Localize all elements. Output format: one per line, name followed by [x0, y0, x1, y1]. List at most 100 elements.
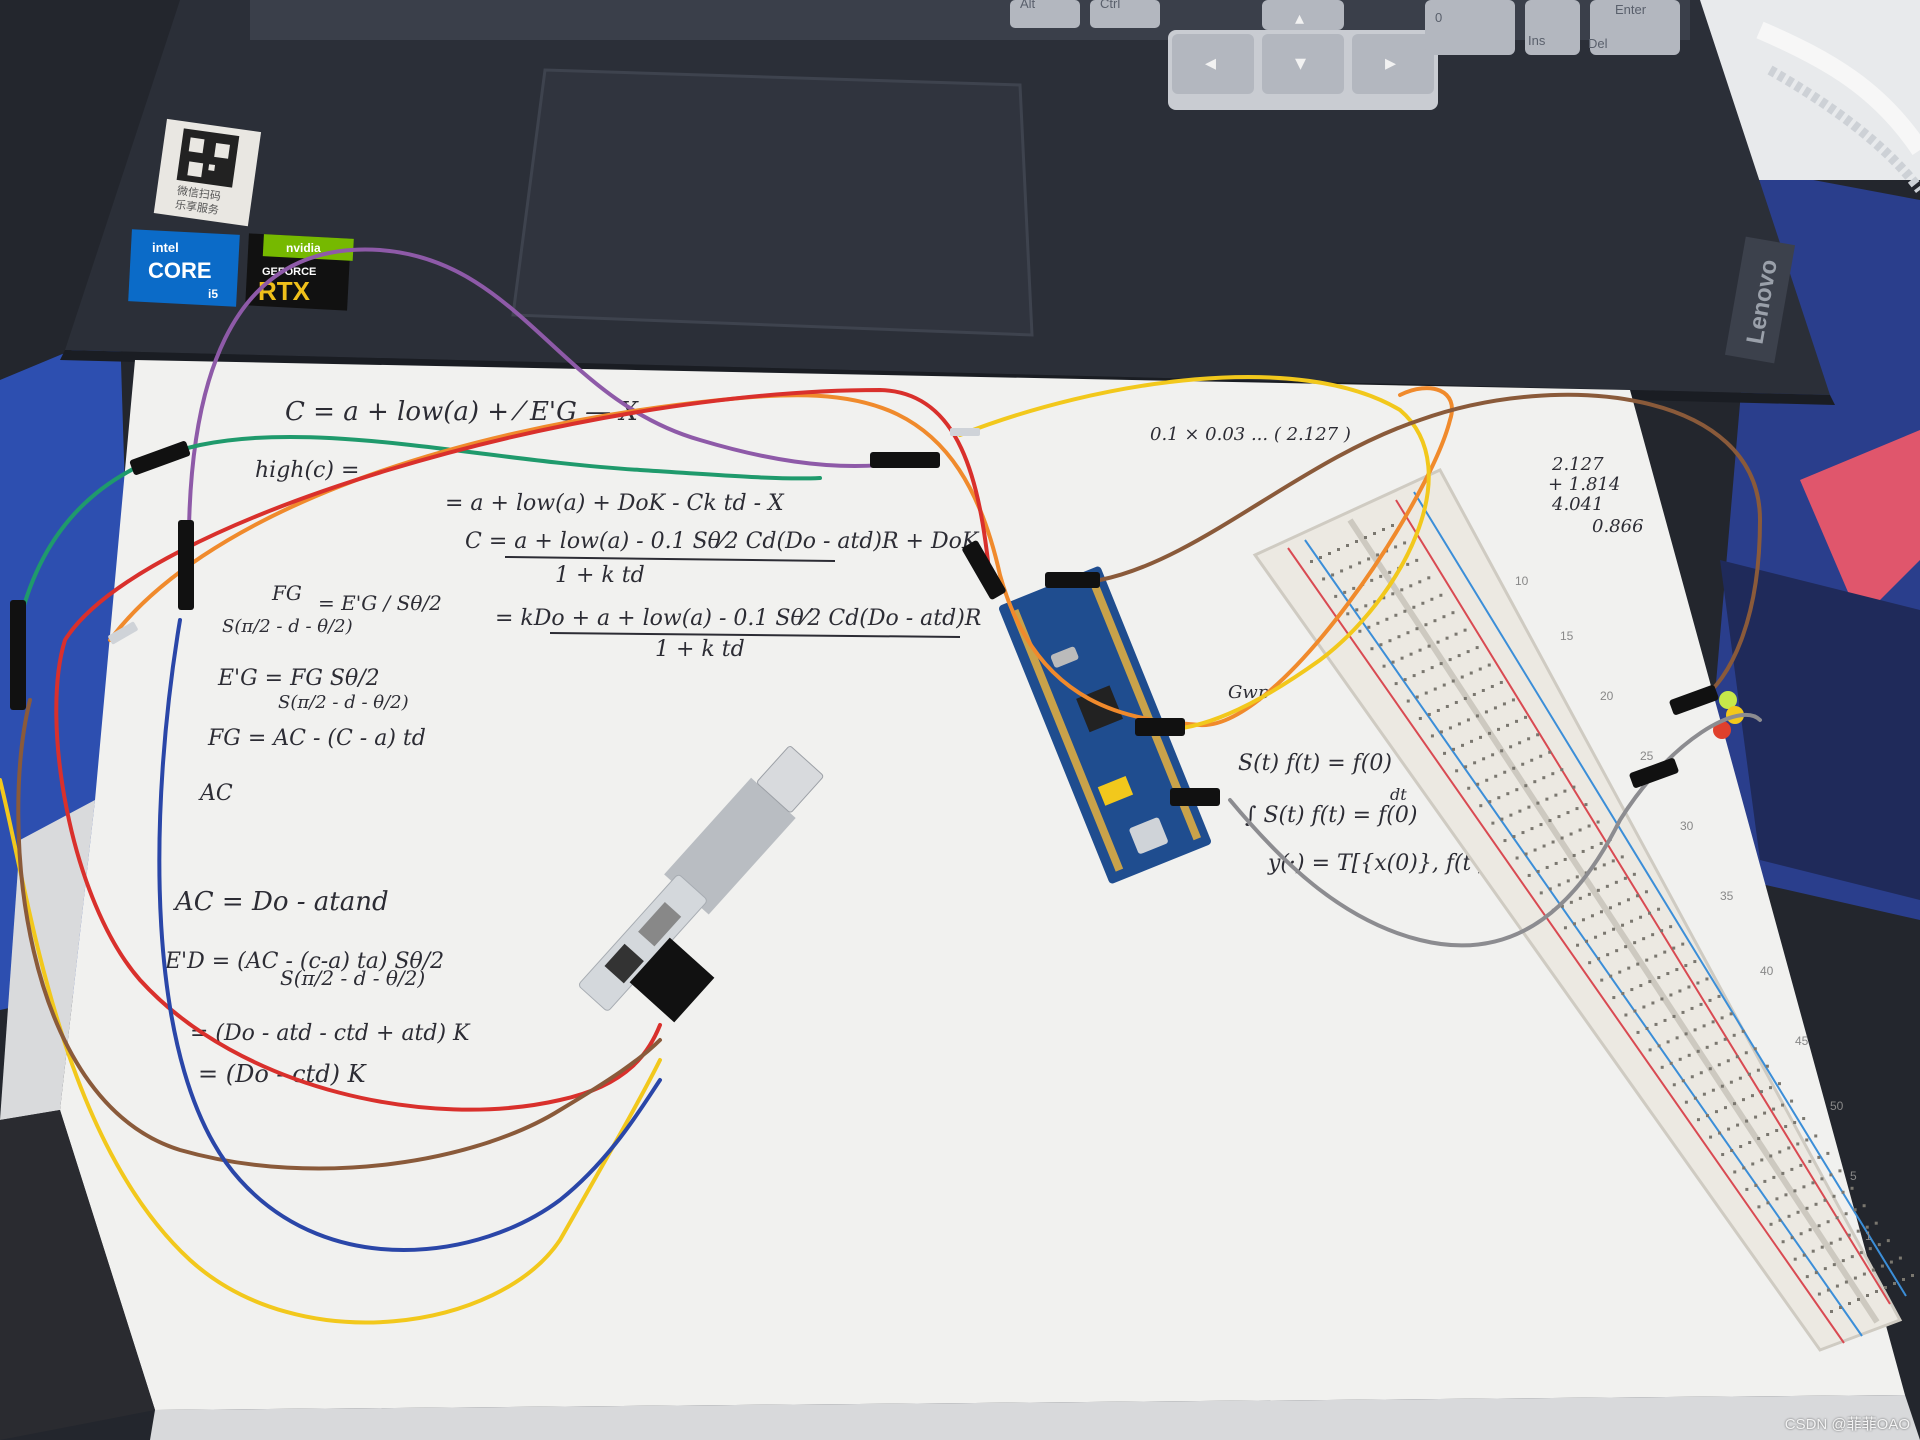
wire-green	[18, 434, 822, 622]
breadboard-hole	[1709, 1135, 1713, 1139]
breadboard-hole	[1506, 723, 1510, 727]
breadboard-hole	[1588, 961, 1592, 965]
breadboard-hole	[1690, 1006, 1694, 1010]
breadboard-hole	[1479, 735, 1483, 739]
breadboard-hole	[1805, 1206, 1809, 1210]
breadboard-label: 40	[1760, 964, 1774, 978]
breadboard-hole	[1370, 647, 1374, 651]
breadboard-hole	[1742, 1166, 1746, 1170]
breadboard-hole	[1445, 636, 1449, 640]
dupont-connectors	[629, 937, 715, 1023]
breadboard-hole	[1482, 757, 1486, 761]
math-line: dt	[1390, 785, 1407, 804]
key-enter: Enter	[1615, 2, 1647, 17]
breadboard-hole	[1427, 576, 1431, 580]
breadboard-hole	[1805, 1275, 1809, 1279]
breadboard-hole	[1488, 800, 1492, 804]
key-zero: 0	[1435, 10, 1442, 25]
breadboard-hole	[1328, 552, 1331, 555]
breadboard-hole	[1563, 926, 1567, 930]
breadboard-hole	[1424, 691, 1428, 695]
breadboard-hole	[1877, 1243, 1881, 1247]
breadboard-hole	[1469, 671, 1473, 675]
breadboard-hole	[1787, 1214, 1791, 1218]
breadboard-hole	[1624, 1013, 1628, 1017]
breadboard-hole	[1799, 1232, 1803, 1236]
breadboard-hole	[1735, 1055, 1739, 1059]
breadboard-hole	[1654, 1022, 1658, 1026]
striped-cable	[1767, 65, 1920, 194]
breadboard-hole	[1615, 949, 1619, 953]
breadboard-hole	[1364, 604, 1368, 608]
breadboard-hole	[1394, 545, 1398, 549]
breadboard-hole	[1696, 1049, 1700, 1053]
breadboard-hole	[1687, 985, 1691, 989]
breadboard-hole	[1545, 797, 1549, 801]
breadboard-hole	[1660, 997, 1664, 1001]
breadboard-hole	[1672, 1083, 1676, 1087]
breadboard-hole	[1675, 1036, 1679, 1040]
math-line: Gwp	[1228, 682, 1270, 703]
breadboard-hole	[1621, 992, 1625, 996]
breadboard-hole	[1805, 1138, 1809, 1142]
breadboard-hole	[1790, 1167, 1794, 1171]
breadboard-hole	[1475, 714, 1479, 718]
leds	[1713, 691, 1744, 739]
key-del: Del	[1588, 36, 1608, 51]
breadboard-hole	[1839, 1306, 1842, 1309]
breadboard-hole	[1448, 726, 1452, 730]
breadboard-hole	[1585, 939, 1589, 943]
breadboard-hole	[1799, 1163, 1803, 1167]
breadboard-hole	[1376, 621, 1380, 625]
breadboard-hole	[1754, 1115, 1758, 1119]
breadboard-hole	[1569, 900, 1573, 904]
math-line: 1 + k td	[555, 563, 645, 588]
breadboard-hole	[1775, 1197, 1779, 1201]
breadboard-hole	[1454, 632, 1458, 636]
breadboard-hole	[1781, 1240, 1785, 1244]
math-line: + 1.814	[1548, 474, 1620, 495]
breadboard-hole	[1841, 1259, 1845, 1263]
breadboard-hole	[1490, 684, 1494, 688]
breadboard-hole	[1439, 593, 1443, 597]
breadboard-hole	[1433, 687, 1437, 691]
breadboard-hole	[1563, 789, 1567, 793]
breadboard-hole	[1466, 718, 1470, 722]
breadboard-hole	[1409, 652, 1413, 656]
key-ins: Ins	[1528, 33, 1546, 48]
breadboard-hole	[1747, 1072, 1751, 1076]
breadboard-hole	[1702, 1092, 1706, 1096]
breadboard-hole	[1533, 780, 1537, 784]
breadboard-hole	[1379, 574, 1383, 578]
breadboard-hole	[1793, 1121, 1797, 1125]
breadboard-hole	[1750, 1094, 1754, 1098]
breadboard-hole	[1572, 853, 1576, 857]
breadboard-hole	[1581, 918, 1585, 922]
svg-text:intel: intel	[152, 240, 179, 255]
breadboard-hole	[1802, 1117, 1806, 1121]
breadboard-hole	[1452, 747, 1456, 751]
breadboard-hole	[1488, 731, 1492, 735]
breadboard-hole	[1415, 627, 1419, 631]
svg-text:CORE: CORE	[148, 258, 212, 283]
breadboard-hole	[1711, 1088, 1715, 1092]
breadboard-hole	[1705, 977, 1709, 981]
breadboard-hole	[1454, 700, 1458, 704]
breadboard-hole	[1403, 609, 1407, 613]
breadboard-hole	[1745, 1187, 1749, 1191]
breadboard-hole	[1433, 619, 1437, 623]
breadboard-hole	[1436, 708, 1440, 712]
math-line: S(π/2 - d - θ/2)	[280, 966, 425, 990]
breadboard-hole	[1814, 1202, 1818, 1206]
breadboard-hole	[1868, 1247, 1872, 1251]
breadboard-hole	[1382, 664, 1386, 668]
white-cable	[1756, 21, 1920, 155]
breadboard-hole	[1497, 796, 1501, 800]
breadboard-hole	[1820, 1177, 1824, 1181]
breadboard-hole	[1472, 692, 1476, 696]
breadboard-hole	[1681, 942, 1685, 946]
breadboard-hole	[1757, 1137, 1761, 1141]
led-green	[1719, 691, 1737, 709]
breadboard-hole	[1633, 941, 1637, 945]
breadboard-hole	[1493, 706, 1497, 710]
